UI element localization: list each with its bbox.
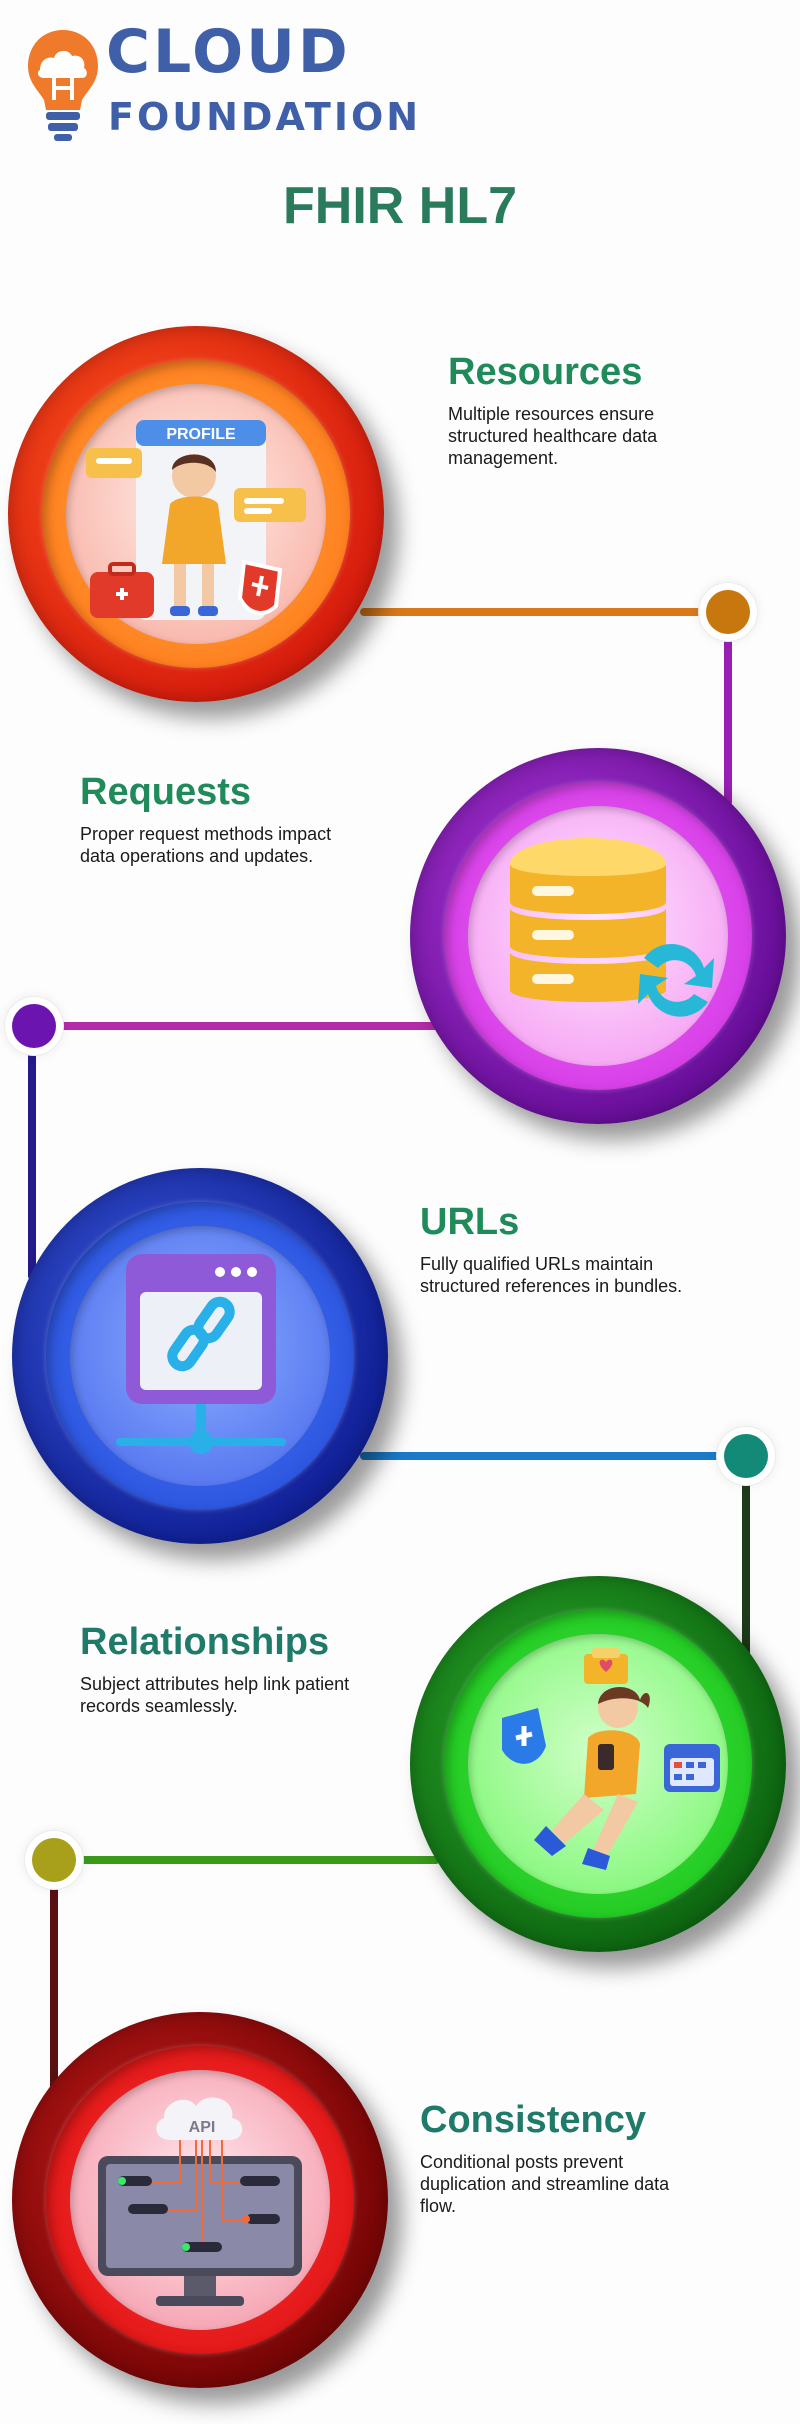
urls-description: Fully qualified URLs maintain structured…: [420, 1253, 683, 1296]
relationships-text: Relationships Subject attributes help li…: [80, 1621, 360, 1718]
resources-heading: Resources: [448, 351, 643, 393]
relationships-description: Subject attributes help link patient rec…: [80, 1673, 350, 1716]
connector-3-vertical: [742, 1460, 750, 1692]
connector-2-vertical: [28, 1030, 36, 1280]
requests-circle: [410, 748, 786, 1124]
requests-description: Proper request methods impact data opera…: [80, 823, 332, 866]
connector-1-vertical: [724, 616, 732, 806]
doctor-profile-icon: PROFILE: [86, 420, 306, 620]
brand-name-line2: FOUNDATION: [108, 95, 422, 139]
api-monitor-icon: API: [98, 2097, 302, 2306]
relationships-heading: Relationships: [80, 1621, 330, 1663]
resources-text: Resources Multiple resources ensure stru…: [448, 351, 728, 470]
consistency-text: Consistency Conditional posts prevent du…: [420, 2099, 700, 2218]
consistency-circle: API: [12, 2012, 388, 2388]
connector-4-vertical: [50, 1864, 58, 2114]
link-browser-icon: [116, 1254, 286, 1454]
brand-logo: CLOUD FOUNDATION: [24, 22, 464, 142]
connector-node-3: [724, 1434, 768, 1478]
brand-name-line1: CLOUD: [106, 17, 351, 87]
lightbulb-cloud-icon: [28, 30, 98, 141]
urls-heading: URLs: [420, 1201, 520, 1243]
urls-text: URLs Fully qualified URLs maintain struc…: [420, 1201, 700, 1298]
connector-3-horizontal: [360, 1452, 740, 1460]
urls-circle: [12, 1168, 388, 1544]
api-label: API: [189, 2119, 216, 2136]
connector-1-horizontal: [360, 608, 720, 616]
connector-node-2: [12, 1004, 56, 1048]
connector-4-horizontal: [56, 1856, 440, 1864]
connector-2-horizontal: [40, 1022, 440, 1030]
resources-description: Multiple resources ensure structured hea…: [448, 403, 658, 468]
requests-heading: Requests: [80, 771, 252, 813]
connector-node-4: [32, 1838, 76, 1882]
relationships-circle: [410, 1576, 786, 1952]
consistency-description: Conditional posts prevent duplication an…: [420, 2151, 670, 2216]
page-title: FHIR HL7: [283, 177, 517, 235]
requests-text: Requests Proper request methods impact d…: [80, 771, 360, 868]
profile-label: PROFILE: [166, 426, 236, 443]
patient-phone-icon: [502, 1648, 720, 1870]
connector-node-1: [706, 590, 750, 634]
consistency-heading: Consistency: [420, 2099, 646, 2141]
resources-circle: PROFILE: [8, 326, 384, 702]
database-sync-icon: [510, 838, 714, 1017]
